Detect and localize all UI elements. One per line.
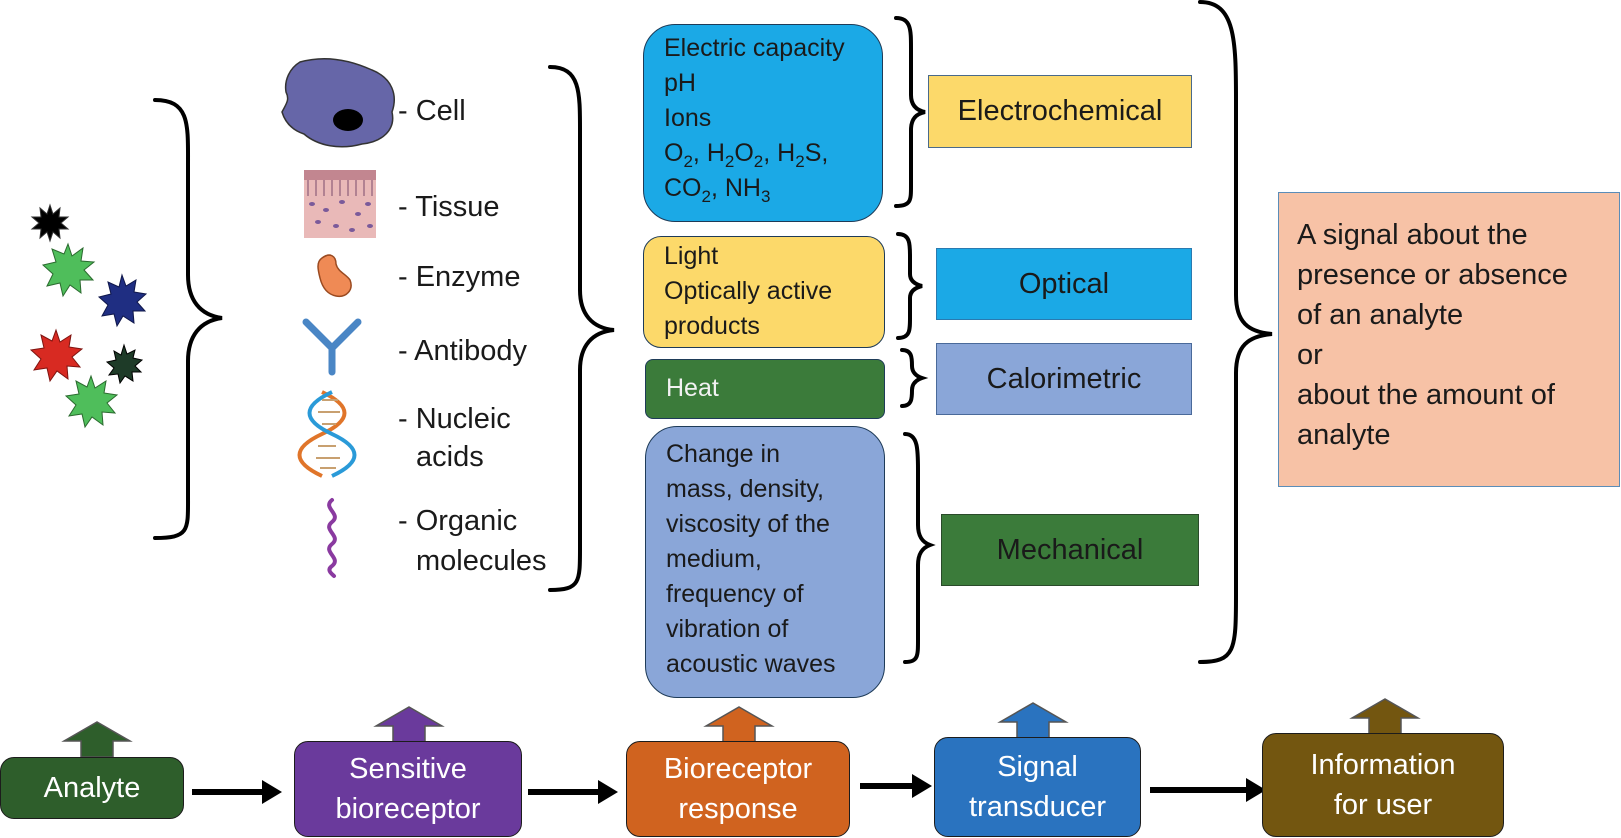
flow-information-box: Information for user	[1262, 733, 1504, 837]
bioreceptor-label-organic: - Organic	[398, 505, 518, 537]
bioreceptor-label-acids: acids	[416, 441, 484, 473]
flow-response-box: Bioreceptor response	[626, 741, 850, 837]
flow-label: Sensitive	[349, 753, 467, 785]
brace-mechanical	[903, 432, 936, 664]
transducer-mechanical: Mechanical	[941, 514, 1199, 586]
signal-line: or	[1297, 339, 1323, 371]
response-line: Light	[664, 242, 719, 270]
brace-electrochemical	[894, 16, 926, 208]
formula-subscript: 2	[795, 152, 805, 171]
brace-analytes	[153, 98, 223, 540]
analyte-particle-icon	[41, 242, 96, 298]
formula-line-2: CO2, NH3	[664, 171, 882, 206]
brace-transducers	[1198, 0, 1273, 664]
transducer-calorimetric: Calorimetric	[936, 343, 1192, 415]
formula-text: O	[734, 139, 754, 167]
response-optical-box: Light Optically active products	[643, 236, 885, 348]
flow-label: Signal	[997, 751, 1078, 783]
dna-icon	[297, 390, 357, 478]
formula-text: CO	[664, 174, 702, 202]
bioreceptor-label-nucleic: - Nucleic	[398, 403, 511, 435]
up-arrow-response	[703, 706, 775, 743]
flow-label: Bioreceptor	[663, 753, 813, 785]
formula-subscript: 2	[701, 187, 711, 206]
response-line: vibration of	[666, 615, 789, 643]
signal-line: presence or absence	[1297, 259, 1568, 291]
formula-subscript: 2	[753, 152, 764, 171]
bioreceptor-label-cell: - Cell	[398, 95, 466, 127]
response-line: viscosity of the	[666, 510, 830, 538]
formula-text: , H	[692, 139, 725, 167]
formula-text: S,	[804, 139, 829, 167]
response-line: medium,	[666, 545, 762, 573]
up-arrow-analyte	[61, 721, 133, 758]
response-line: Ions	[664, 104, 712, 132]
response-line: Heat	[666, 374, 719, 402]
analyte-particle-icon	[29, 328, 84, 383]
response-line: Optically active	[664, 277, 833, 305]
analyte-particle-icon	[105, 343, 144, 385]
formula-subscript: 2	[683, 152, 693, 171]
up-arrow-bioreceptor	[373, 706, 445, 743]
bioreceptor-label-enzyme: - Enzyme	[398, 261, 521, 293]
flow-label: Analyte	[43, 772, 141, 804]
response-line: products	[664, 312, 760, 340]
antibody-icon	[302, 318, 362, 376]
analyte-particle-icon	[97, 273, 148, 328]
analyte-particle-icon	[64, 374, 119, 429]
flow-label: bioreceptor	[335, 793, 481, 825]
signal-line: analyte	[1297, 419, 1391, 451]
tissue-icon	[304, 170, 376, 238]
cell-icon	[281, 57, 395, 148]
formula-text: , H	[763, 139, 796, 167]
up-arrow-information	[1349, 698, 1421, 735]
brace-optical	[896, 232, 923, 340]
flow-label: for user	[1333, 789, 1433, 821]
response-line: acoustic waves	[666, 650, 836, 678]
signal-line: of an analyte	[1297, 299, 1464, 331]
response-mechanical-box: Change in mass, density, viscosity of th…	[645, 426, 885, 698]
response-line: frequency of	[666, 580, 804, 608]
flow-analyte-box: Analyte	[0, 757, 184, 819]
transducer-electrochemical: Electrochemical	[928, 75, 1192, 148]
enzyme-icon	[317, 254, 352, 298]
up-arrow-transducer	[997, 702, 1069, 739]
formula-text: O	[664, 139, 684, 167]
signal-line: about the amount of	[1297, 379, 1555, 411]
transducer-optical: Optical	[936, 248, 1192, 320]
signal-line: A signal about the	[1297, 219, 1528, 251]
flow-bioreceptor-box: Sensitive bioreceptor	[294, 741, 522, 837]
analyte-particle-icon	[30, 203, 70, 243]
flow-label: response	[678, 793, 798, 825]
bioreceptor-label-antibody: - Antibody	[398, 335, 527, 367]
bioreceptor-label-molecules: molecules	[416, 545, 547, 577]
signal-description-box: A signal about the presence or absence o…	[1278, 192, 1620, 487]
brace-calorimetric	[900, 348, 929, 408]
formula-subscript: 3	[760, 187, 771, 206]
formula-subscript: 2	[724, 152, 735, 171]
bioreceptor-label-tissue: - Tissue	[398, 191, 500, 223]
response-line: Change in	[666, 440, 780, 468]
formula-line-1: O2, H2O2, H2S,	[664, 136, 882, 171]
organic-molecule-icon	[327, 498, 337, 578]
flow-transducer-box: Signal transducer	[934, 737, 1141, 837]
response-line: mass, density,	[666, 475, 824, 503]
response-electrochemical-box: Electric capacity pH Ions O2, H2O2, H2S,…	[643, 24, 883, 222]
response-line: pH	[664, 69, 696, 97]
response-line: Electric capacity	[664, 34, 845, 62]
flow-label: transducer	[968, 791, 1106, 823]
brace-bioreceptors	[548, 65, 615, 592]
response-calorimetric-box: Heat	[645, 359, 885, 419]
flow-label: Information	[1310, 749, 1456, 781]
formula-text: , NH	[710, 174, 761, 202]
